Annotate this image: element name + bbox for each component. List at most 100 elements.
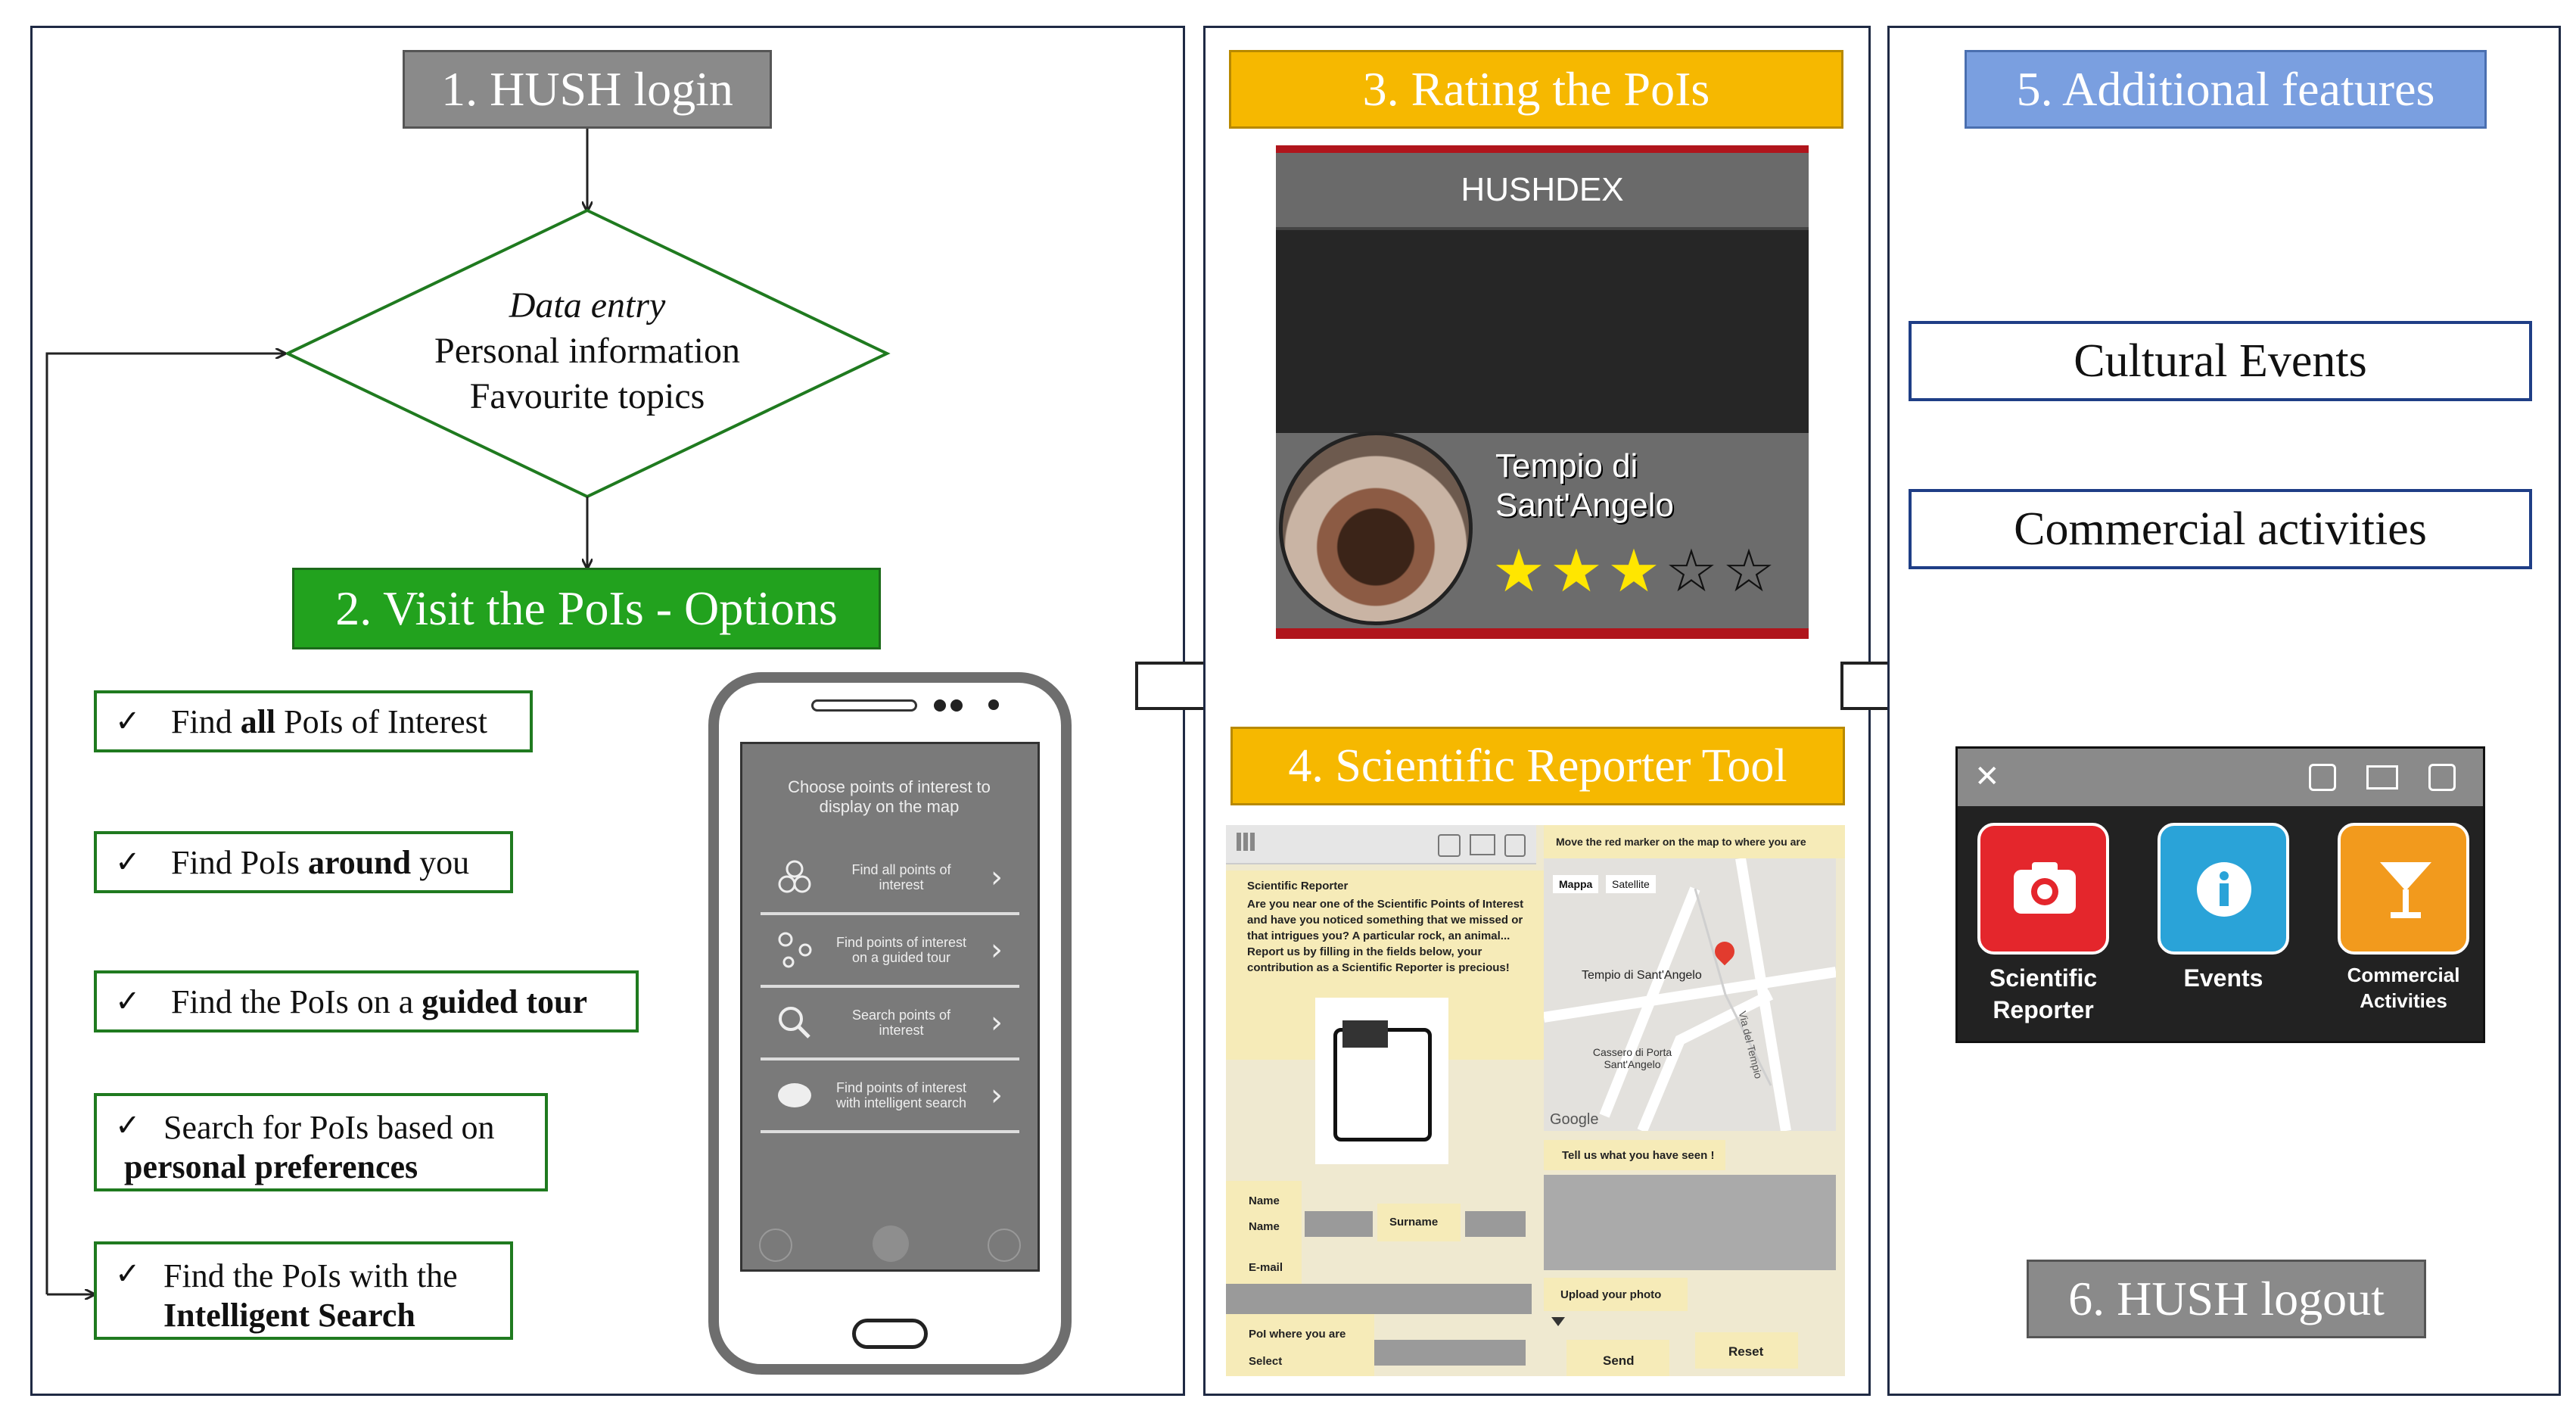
- step1-login-header: 1. HUSH login: [403, 50, 772, 129]
- scientific-reporter-screen: Scientific Reporter Are you near one of …: [1226, 825, 1845, 1376]
- hushdex-title: HUSHDEX: [1276, 153, 1809, 230]
- phone-icon[interactable]: [2428, 764, 2456, 791]
- option-find-around: ✓ Find PoIs around you: [94, 831, 513, 893]
- step4-reporter-header: 4. Scientific Reporter Tool: [1230, 727, 1845, 805]
- reset-button[interactable]: Reset: [1695, 1332, 1798, 1369]
- phone-camera-dot: [950, 699, 963, 712]
- scientific-reporter-app-button[interactable]: [1977, 823, 2109, 955]
- info-icon: [2197, 862, 2251, 917]
- poi-name: Tempio di Sant'Angelo: [1495, 447, 1674, 524]
- app-menu-screen: ✕ Scientific Reporter Events Commercial …: [1955, 746, 2485, 1043]
- phone-row-guided-tour[interactable]: Find points of interest on a guided tour…: [761, 915, 1019, 988]
- route-icon: [761, 929, 829, 971]
- personal-information-label: Personal information: [434, 331, 740, 371]
- poi-rating-stars[interactable]: ★★★☆☆: [1492, 542, 1810, 606]
- phone-row-find-all[interactable]: Find all points of interest ›: [761, 842, 1019, 915]
- map-place-cassero: Cassero di Porta Sant'Angelo: [1592, 1046, 1672, 1070]
- feature-cultural-events: Cultural Events: [1909, 321, 2532, 401]
- check-icon: ✓: [115, 845, 141, 880]
- check-icon: ✓: [115, 704, 141, 739]
- step2-options-header: 2. Visit the PoIs - Options: [292, 568, 881, 649]
- phone-home-button[interactable]: [852, 1319, 928, 1349]
- cocktail-glass-icon: [2380, 862, 2431, 918]
- reporter-intro-box: Scientific Reporter Are you near one of …: [1226, 871, 1544, 1060]
- data-entry-text: Data entry Personal information Favourit…: [363, 283, 811, 419]
- star-filled-icon[interactable]: ★: [1492, 537, 1545, 606]
- map-tab-satellite[interactable]: Satellite: [1606, 875, 1656, 893]
- step5-features-header: 5. Additional features: [1965, 50, 2487, 129]
- reporter-topbar: [1226, 825, 1536, 864]
- option-find-all: ✓ Find all PoIs of Interest: [94, 690, 533, 752]
- app-menu-topbar: ✕: [1958, 749, 2483, 806]
- surname-input[interactable]: [1465, 1211, 1526, 1237]
- scientific-reporter-app-label: Scientific Reporter: [1989, 964, 2098, 1023]
- star-empty-icon[interactable]: ☆: [1722, 537, 1775, 606]
- upload-label-box: Upload your photo: [1544, 1278, 1688, 1311]
- phone-sensor: [988, 699, 999, 710]
- send-button[interactable]: Send: [1566, 1340, 1669, 1376]
- phone-nav-center-icon: [873, 1226, 909, 1262]
- flow-connectors: [45, 129, 891, 1414]
- check-icon: ✓: [115, 1257, 141, 1291]
- name-input[interactable]: [1305, 1211, 1373, 1237]
- star-filled-icon[interactable]: ★: [1607, 537, 1660, 606]
- tell-label-box: Tell us what you have seen !: [1544, 1140, 1725, 1170]
- brain-icon: [761, 1079, 829, 1112]
- hushdex-card: HUSHDEX Tempio di Sant'Angelo ★★★☆☆: [1276, 145, 1809, 639]
- phone-nav-camera-icon: [988, 1229, 1021, 1262]
- map-google-brand: Google: [1550, 1111, 1599, 1128]
- mail-icon[interactable]: [1470, 834, 1495, 855]
- reporter-body: Are you near one of the Scientific Point…: [1247, 898, 1524, 974]
- cluster-icon: [761, 858, 829, 896]
- phone-camera: [934, 699, 946, 712]
- search-icon: [761, 1004, 829, 1042]
- chevron-right-icon: ›: [991, 1005, 1003, 1040]
- email-input[interactable]: [1226, 1284, 1532, 1314]
- phone-screen-header: Choose points of interest to display on …: [788, 777, 991, 816]
- phone-screen: Choose points of interest to display on …: [740, 742, 1040, 1272]
- poi-select-dropdown[interactable]: [1374, 1340, 1526, 1366]
- close-icon[interactable]: ✕: [1974, 759, 2000, 794]
- map-place-tempio: Tempio di Sant'Angelo: [1582, 969, 1702, 982]
- mail-icon[interactable]: [2366, 765, 2398, 790]
- phone-icon[interactable]: [1504, 834, 1526, 857]
- events-app-label: Events: [2183, 964, 2263, 992]
- phone-nav-left-icon: [759, 1229, 792, 1262]
- tell-textarea[interactable]: [1544, 1175, 1836, 1270]
- map-tab-mappa[interactable]: Mappa: [1553, 875, 1599, 893]
- map-hint-box: Move the red marker on the map to where …: [1544, 825, 1845, 858]
- check-icon: ✓: [115, 1108, 141, 1143]
- star-filled-icon[interactable]: ★: [1550, 537, 1603, 606]
- facebook-icon[interactable]: [2309, 764, 2336, 791]
- form-name-row: Name Name: [1226, 1181, 1302, 1246]
- phone-row-search[interactable]: Search points of interest ›: [761, 988, 1019, 1060]
- commercial-activities-app-button[interactable]: [2338, 823, 2469, 955]
- phone-row-intelligent-search[interactable]: Find points of interest with intelligent…: [761, 1060, 1019, 1133]
- phone-mockup: Choose points of interest to display on …: [708, 672, 1072, 1375]
- surname-label-box: Surname: [1377, 1204, 1461, 1241]
- phone-speaker: [811, 699, 917, 712]
- reporter-title: Scientific Reporter: [1247, 880, 1349, 892]
- reporter-map[interactable]: Mappa Satellite Tempio di Sant'Angelo Ca…: [1544, 858, 1836, 1131]
- camera-icon: [2014, 862, 2076, 914]
- data-entry-label: Data entry: [509, 285, 666, 325]
- star-empty-icon[interactable]: ☆: [1665, 537, 1718, 606]
- feature-commercial-activities: Commercial activities: [1909, 489, 2532, 569]
- grid-menu-icon[interactable]: [1237, 833, 1255, 851]
- events-app-button[interactable]: [2158, 823, 2289, 955]
- option-guided-tour: ✓ Find the PoIs on a guided tour: [94, 970, 639, 1032]
- check-icon: ✓: [115, 984, 141, 1019]
- email-label-box: E-mail: [1226, 1246, 1302, 1284]
- commercial-activities-app-label: Commercial Activities: [2347, 964, 2460, 1012]
- step3-rating-header: 3. Rating the PoIs: [1229, 50, 1843, 129]
- loop-back-arrow: [45, 354, 285, 1294]
- poi-photo: [1279, 431, 1473, 625]
- poi-select-box: PoI where you are Select: [1226, 1314, 1374, 1376]
- facebook-icon[interactable]: [1438, 834, 1461, 857]
- reporter-logo: [1315, 998, 1448, 1164]
- upload-arrow-icon[interactable]: [1551, 1317, 1565, 1326]
- step6-logout-header: 6. HUSH logout: [2027, 1260, 2426, 1338]
- chevron-right-icon: ›: [991, 1078, 1003, 1113]
